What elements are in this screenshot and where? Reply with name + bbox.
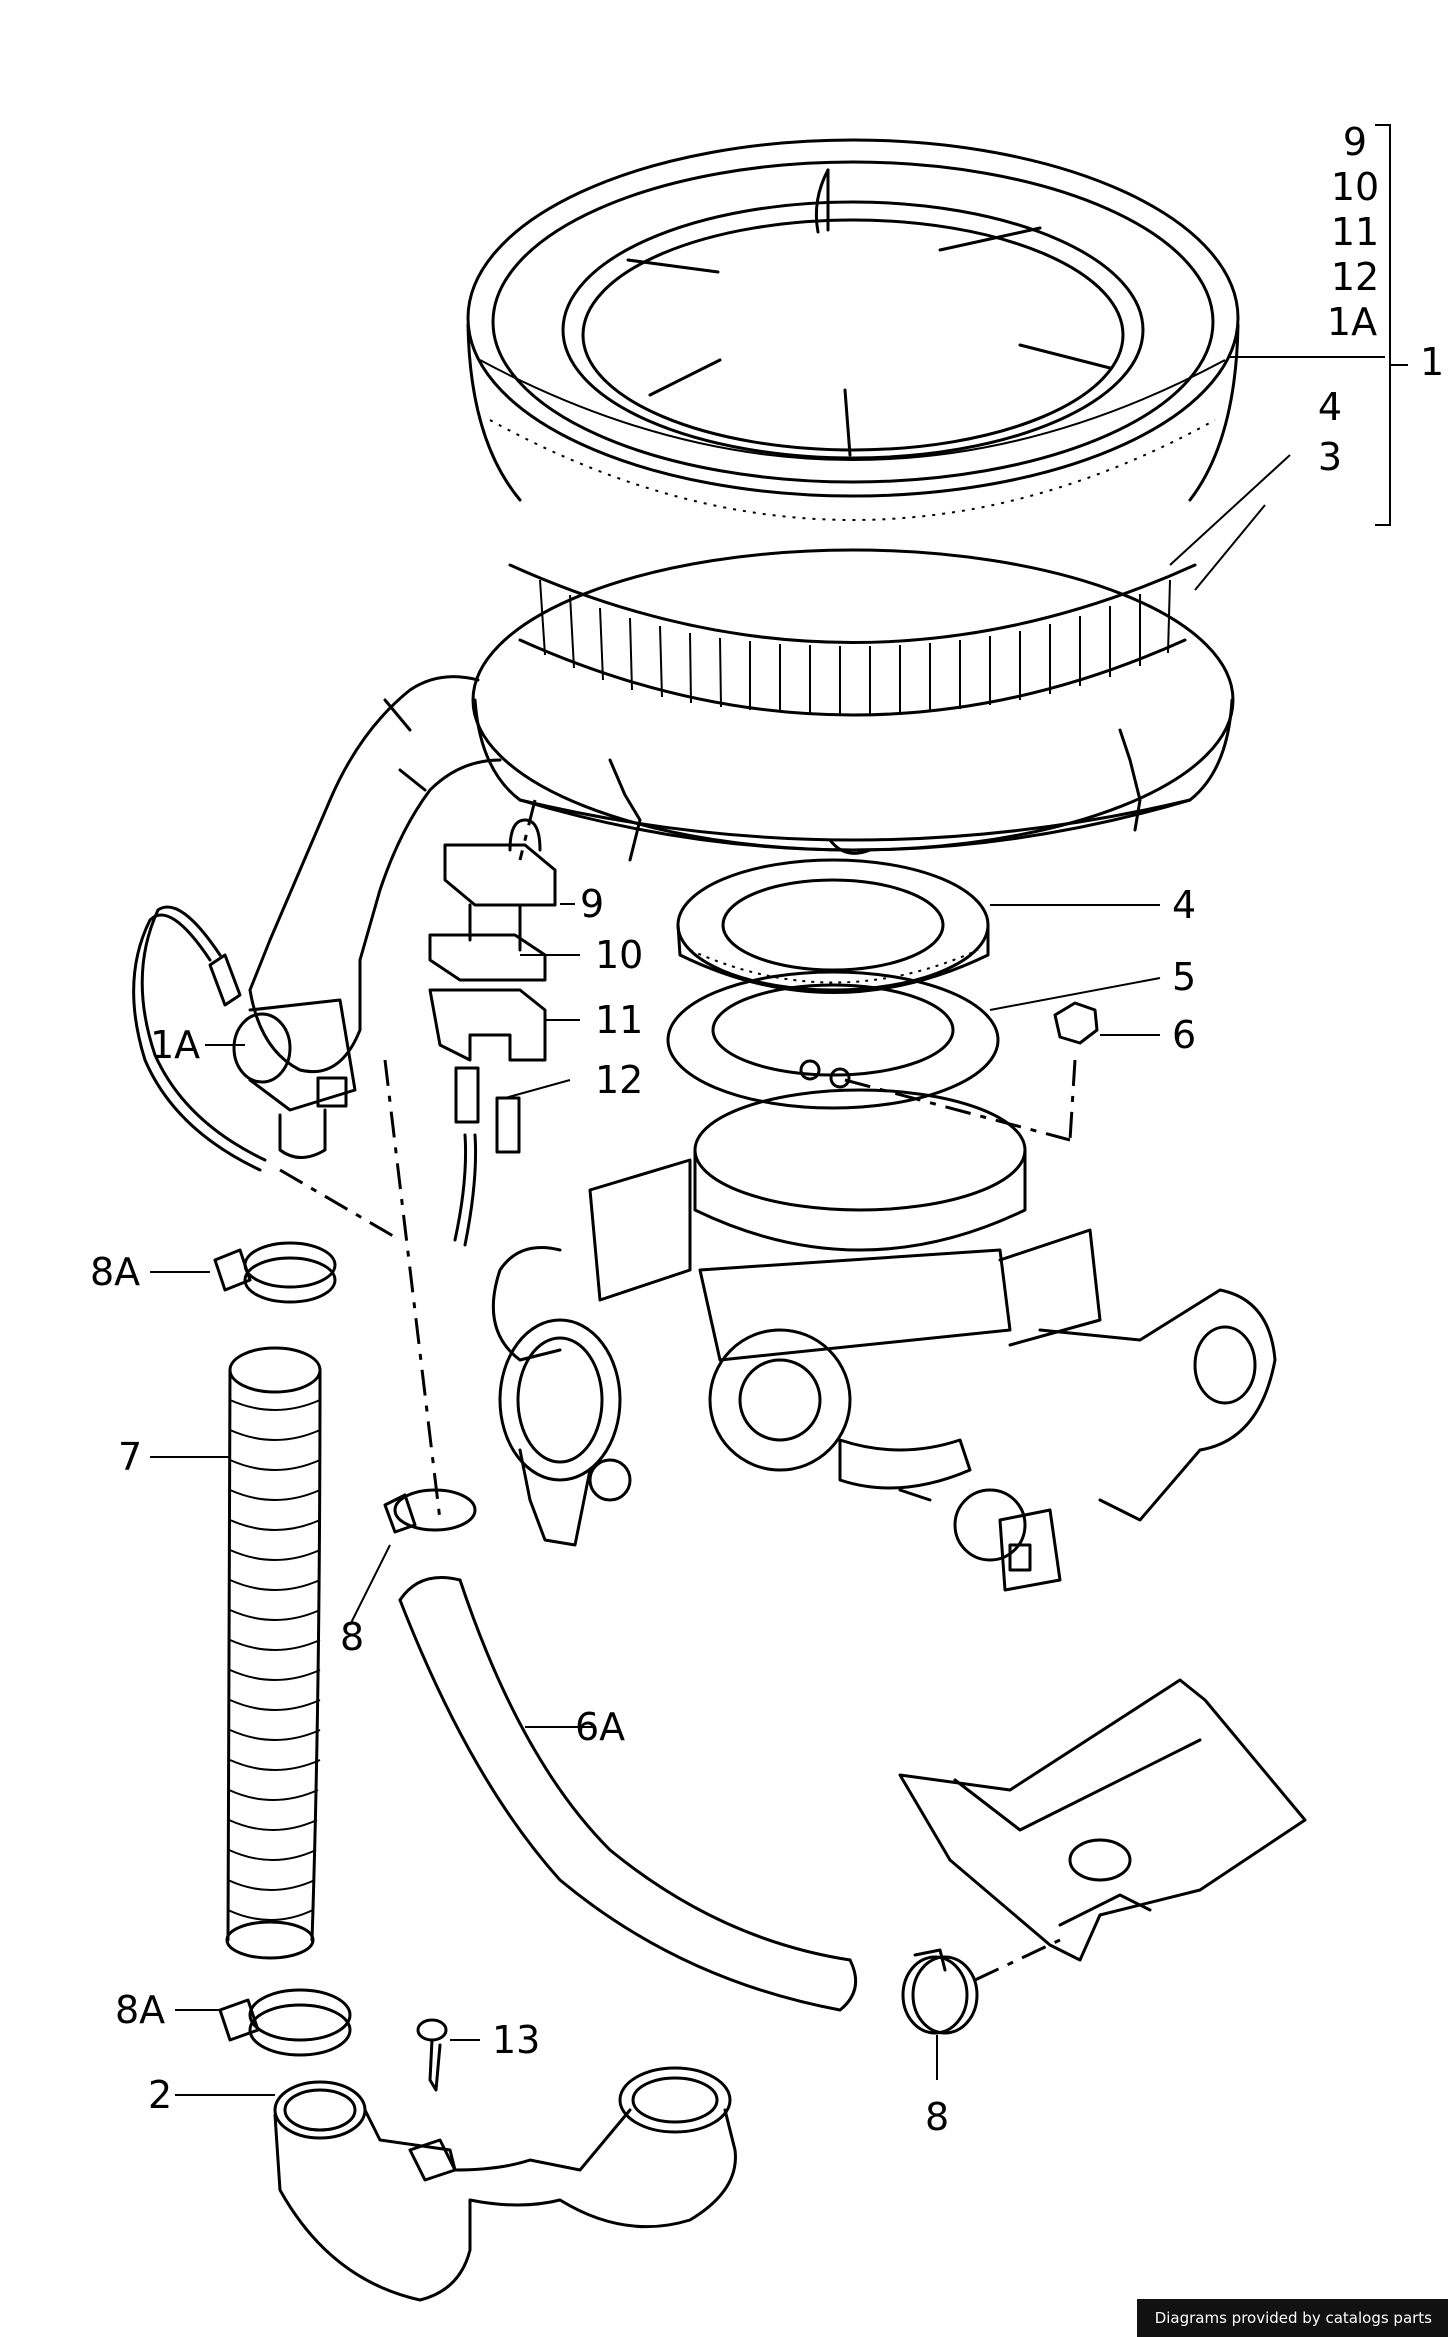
hose-clamp-top-left xyxy=(213,1241,337,1304)
callout-1a-top: 1A xyxy=(1327,300,1377,344)
sensor-bracket-parts xyxy=(428,818,557,1247)
leader-lines xyxy=(150,124,1408,2096)
callout-13: 13 xyxy=(492,2018,540,2062)
hose-clamp-mid xyxy=(383,1488,477,1534)
air-cleaner-housing xyxy=(466,138,1240,862)
callout-1a: 1A xyxy=(150,1023,200,1067)
throttle-body xyxy=(491,1088,1277,1592)
callout-10: 10 xyxy=(595,933,643,977)
hose-clamp-right xyxy=(901,1948,979,2035)
callout-12: 12 xyxy=(595,1058,643,1102)
callout-8-right: 8 xyxy=(925,2095,949,2139)
callout-5: 5 xyxy=(1172,955,1196,999)
callout-labels: 9 10 11 12 1A 1 4 3 9 10 11 12 4 5 6 1A … xyxy=(90,120,1444,2139)
heat-shield xyxy=(898,1678,1307,1962)
callout-3: 3 xyxy=(1318,435,1342,479)
callout-4: 4 xyxy=(1172,883,1196,927)
filter-pleats xyxy=(539,579,1171,714)
preheat-valve xyxy=(208,953,357,1159)
callout-10-top: 10 xyxy=(1331,165,1379,209)
callout-11-top: 11 xyxy=(1331,210,1379,254)
callout-11: 11 xyxy=(595,998,643,1042)
callout-6a: 6A xyxy=(575,1705,625,1749)
callout-8-left: 8 xyxy=(340,1615,364,1659)
callout-8a-bottom: 8A xyxy=(115,1988,165,2032)
attribution-footer: Diagrams provided by catalogs parts xyxy=(1136,2299,1448,2337)
callout-2: 2 xyxy=(148,2073,172,2117)
elbow-hose xyxy=(273,2066,737,2302)
seal-ring xyxy=(676,858,990,994)
hose-6a xyxy=(398,1598,842,2012)
vacuum-hose xyxy=(132,913,262,1172)
gasket xyxy=(666,970,1000,1110)
hose-clamp-bottom-left xyxy=(218,1988,352,2057)
callout-7: 7 xyxy=(118,1435,142,1479)
callout-9-top: 9 xyxy=(1343,120,1367,164)
callout-1: 1 xyxy=(1420,340,1444,384)
corrugated-hose xyxy=(225,1346,322,1960)
nut xyxy=(1053,1001,1099,1045)
intake-snorkel xyxy=(248,675,502,1074)
callout-6: 6 xyxy=(1172,1013,1196,1057)
callout-8a-top: 8A xyxy=(90,1250,140,1294)
callout-9: 9 xyxy=(580,882,604,926)
callout-4-top: 4 xyxy=(1318,385,1342,429)
screw xyxy=(416,2018,448,2092)
callout-12-top: 12 xyxy=(1331,255,1379,299)
